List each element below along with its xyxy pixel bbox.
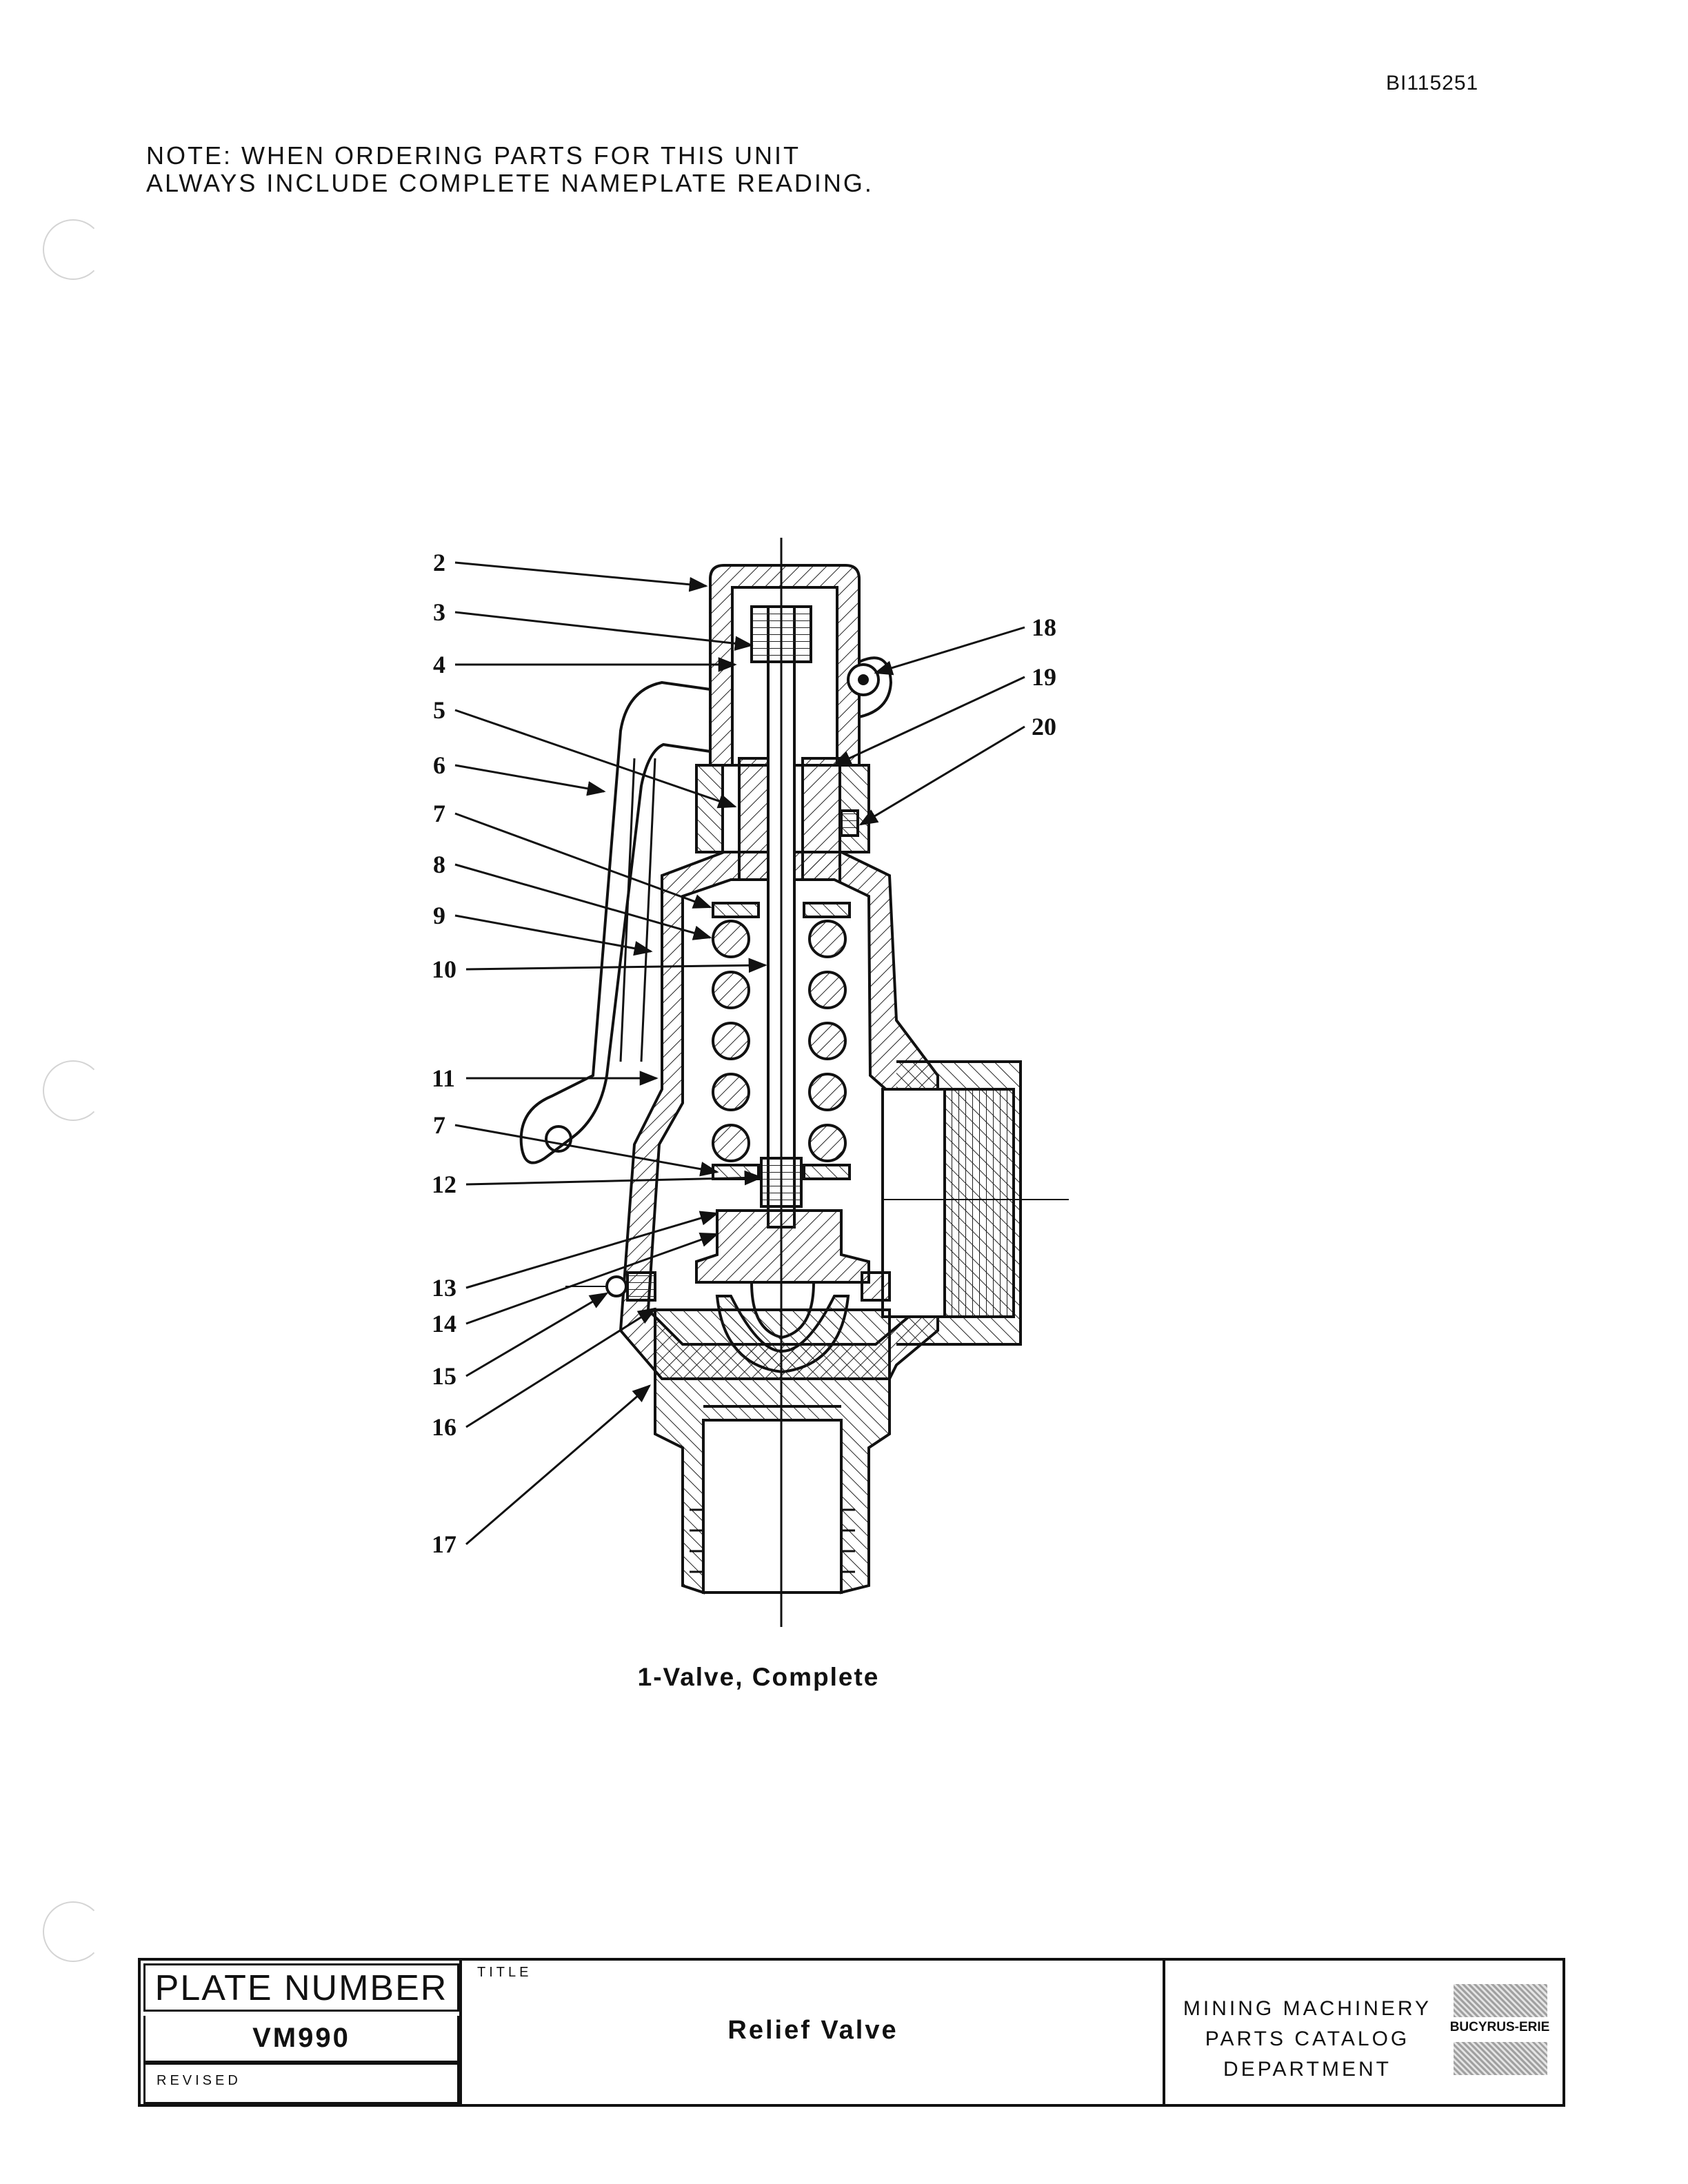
note-line-2: ALWAYS INCLUDE COMPLETE NAMEPLATE READIN… bbox=[146, 169, 874, 197]
department-line-1: MINING MACHINERY bbox=[1183, 1997, 1432, 2020]
callout-leaders bbox=[454, 561, 1025, 1546]
callout-20: 20 bbox=[1032, 713, 1056, 740]
callout-labels: 2 3 4 5 6 7 8 9 10 11 7 12 13 14 15 16 1… bbox=[432, 549, 1056, 1558]
callout-14: 14 bbox=[432, 1310, 456, 1337]
ordering-note: NOTE: WHEN ORDERING PARTS FOR THIS UNIT … bbox=[146, 142, 874, 197]
column-divider bbox=[459, 1961, 462, 2104]
logo-mark-bottom bbox=[1454, 2042, 1547, 2075]
punch-hole-bottom bbox=[43, 1901, 103, 1962]
callout-4: 4 bbox=[433, 651, 445, 678]
callout-13: 13 bbox=[432, 1274, 456, 1302]
plate-number-label: PLATE NUMBER bbox=[143, 1963, 459, 2012]
title-block: PLATE NUMBER VM990 REVISED TITLE Relief … bbox=[138, 1958, 1565, 2107]
valve-body bbox=[519, 538, 1069, 1627]
logo-mark-top bbox=[1454, 1984, 1547, 2017]
column-divider bbox=[1163, 1961, 1165, 2104]
callout-17: 17 bbox=[432, 1530, 456, 1558]
diagram-caption: 1-Valve, Complete bbox=[637, 1663, 880, 1691]
callout-16: 16 bbox=[432, 1413, 456, 1441]
callout-2: 2 bbox=[433, 549, 445, 576]
callout-18: 18 bbox=[1032, 614, 1056, 641]
callout-10: 10 bbox=[432, 956, 456, 983]
department-line-2: PARTS CATALOG bbox=[1205, 2028, 1410, 2050]
department: MINING MACHINERY PARTS CATALOG DEPARTMEN… bbox=[1169, 1994, 1445, 2085]
document-id: BI115251 bbox=[1386, 72, 1479, 94]
callout-3: 3 bbox=[433, 598, 445, 626]
callout-12: 12 bbox=[432, 1171, 456, 1198]
logo-text: BUCYRUS-ERIE bbox=[1449, 2020, 1550, 2034]
department-line-3: DEPARTMENT bbox=[1223, 2058, 1391, 2081]
callout-5: 5 bbox=[433, 696, 445, 724]
callout-11: 11 bbox=[432, 1064, 455, 1092]
title-label: TITLE bbox=[477, 1965, 532, 1980]
punch-hole-top bbox=[43, 219, 103, 280]
plate-number-value: VM990 bbox=[143, 2016, 459, 2063]
revised-label: REVISED bbox=[143, 2063, 459, 2104]
callout-7-upper: 7 bbox=[433, 800, 445, 827]
callout-8: 8 bbox=[433, 851, 445, 878]
punch-hole-middle bbox=[43, 1060, 103, 1121]
note-line-1: NOTE: WHEN ORDERING PARTS FOR THIS UNIT bbox=[146, 141, 801, 170]
callout-15: 15 bbox=[432, 1362, 456, 1390]
title-value: Relief Valve bbox=[727, 2016, 898, 2045]
callout-7-lower: 7 bbox=[433, 1111, 445, 1139]
callout-6: 6 bbox=[433, 751, 445, 779]
callout-19: 19 bbox=[1032, 663, 1056, 691]
bucyrus-erie-logo: BUCYRUS-ERIE bbox=[1441, 1981, 1558, 2092]
callout-9: 9 bbox=[433, 902, 445, 929]
